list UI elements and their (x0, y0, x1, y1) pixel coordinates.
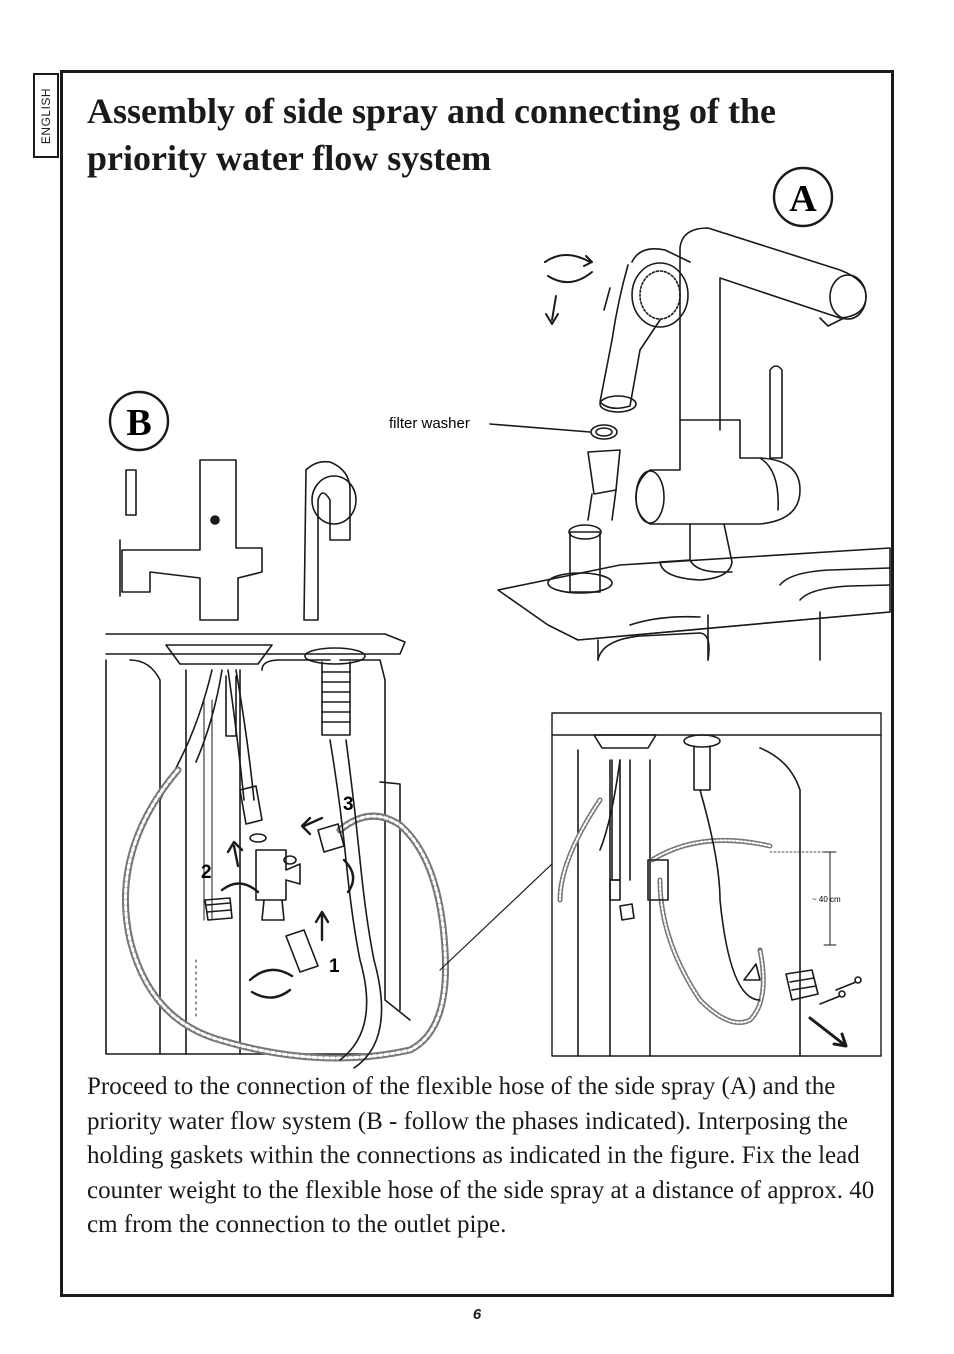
supply-tube-left (159, 669, 213, 801)
inset-detail-group (439, 712, 882, 1057)
spray-head-b (303, 460, 351, 621)
rotate-arrow-1 (248, 968, 294, 999)
nut-3 (317, 823, 345, 853)
arrow-step-1 (314, 910, 330, 942)
countertop-b (105, 633, 406, 655)
label-b-text: B (126, 402, 151, 444)
cabinet-lines-a (597, 611, 821, 661)
distance-label: ~ 40 cm (812, 895, 841, 904)
countertop-a (497, 547, 891, 641)
filter-washer-leader (489, 423, 591, 433)
nut-2 (204, 897, 233, 921)
instructions-paragraph: Proceed to the connection of the flexibl… (87, 1073, 875, 1238)
tap-body-a (635, 419, 801, 525)
tap-lever-a (769, 365, 783, 459)
page-title: Assembly of side spray and connecting of… (87, 91, 777, 178)
outlet-hose-b (329, 739, 368, 1061)
label-a-circle (772, 166, 834, 228)
rotate-arrow-a (544, 254, 593, 283)
step-3-label: 3 (343, 794, 354, 815)
filter-washer-a (590, 424, 618, 440)
hose-connector-a (587, 449, 621, 495)
fixing-screws (819, 981, 857, 1005)
rotate-arrow-2 (220, 882, 260, 894)
label-b-circle (108, 390, 170, 452)
label-a-text: A (789, 178, 817, 220)
arrow-step-3 (300, 816, 324, 836)
page-frame (60, 70, 894, 1297)
inset-frame (551, 712, 882, 1057)
page-number: 6 (472, 1306, 482, 1323)
rotate-arrow-3 (342, 858, 355, 894)
step-1-label: 1 (329, 956, 340, 977)
down-arrow-a (545, 295, 559, 325)
step-2-label: 2 (201, 862, 212, 883)
tap-body-b (121, 459, 263, 621)
counter-weight (785, 969, 819, 1001)
inset-arrow (808, 1016, 848, 1048)
figure-b-group (105, 390, 450, 1069)
figure-a-group (489, 166, 891, 661)
language-tab: ENGLISH (33, 73, 59, 158)
filter-washer-label: filter washer (389, 415, 470, 432)
hose-fitting-1 (285, 929, 319, 973)
threaded-shank-b (321, 661, 351, 736)
side-spray-a (599, 264, 661, 410)
sink-edge-a (779, 567, 891, 586)
supply-tube-center (227, 669, 245, 801)
arrow-step-2 (226, 840, 244, 868)
inset-braided-hose (557, 797, 773, 1025)
